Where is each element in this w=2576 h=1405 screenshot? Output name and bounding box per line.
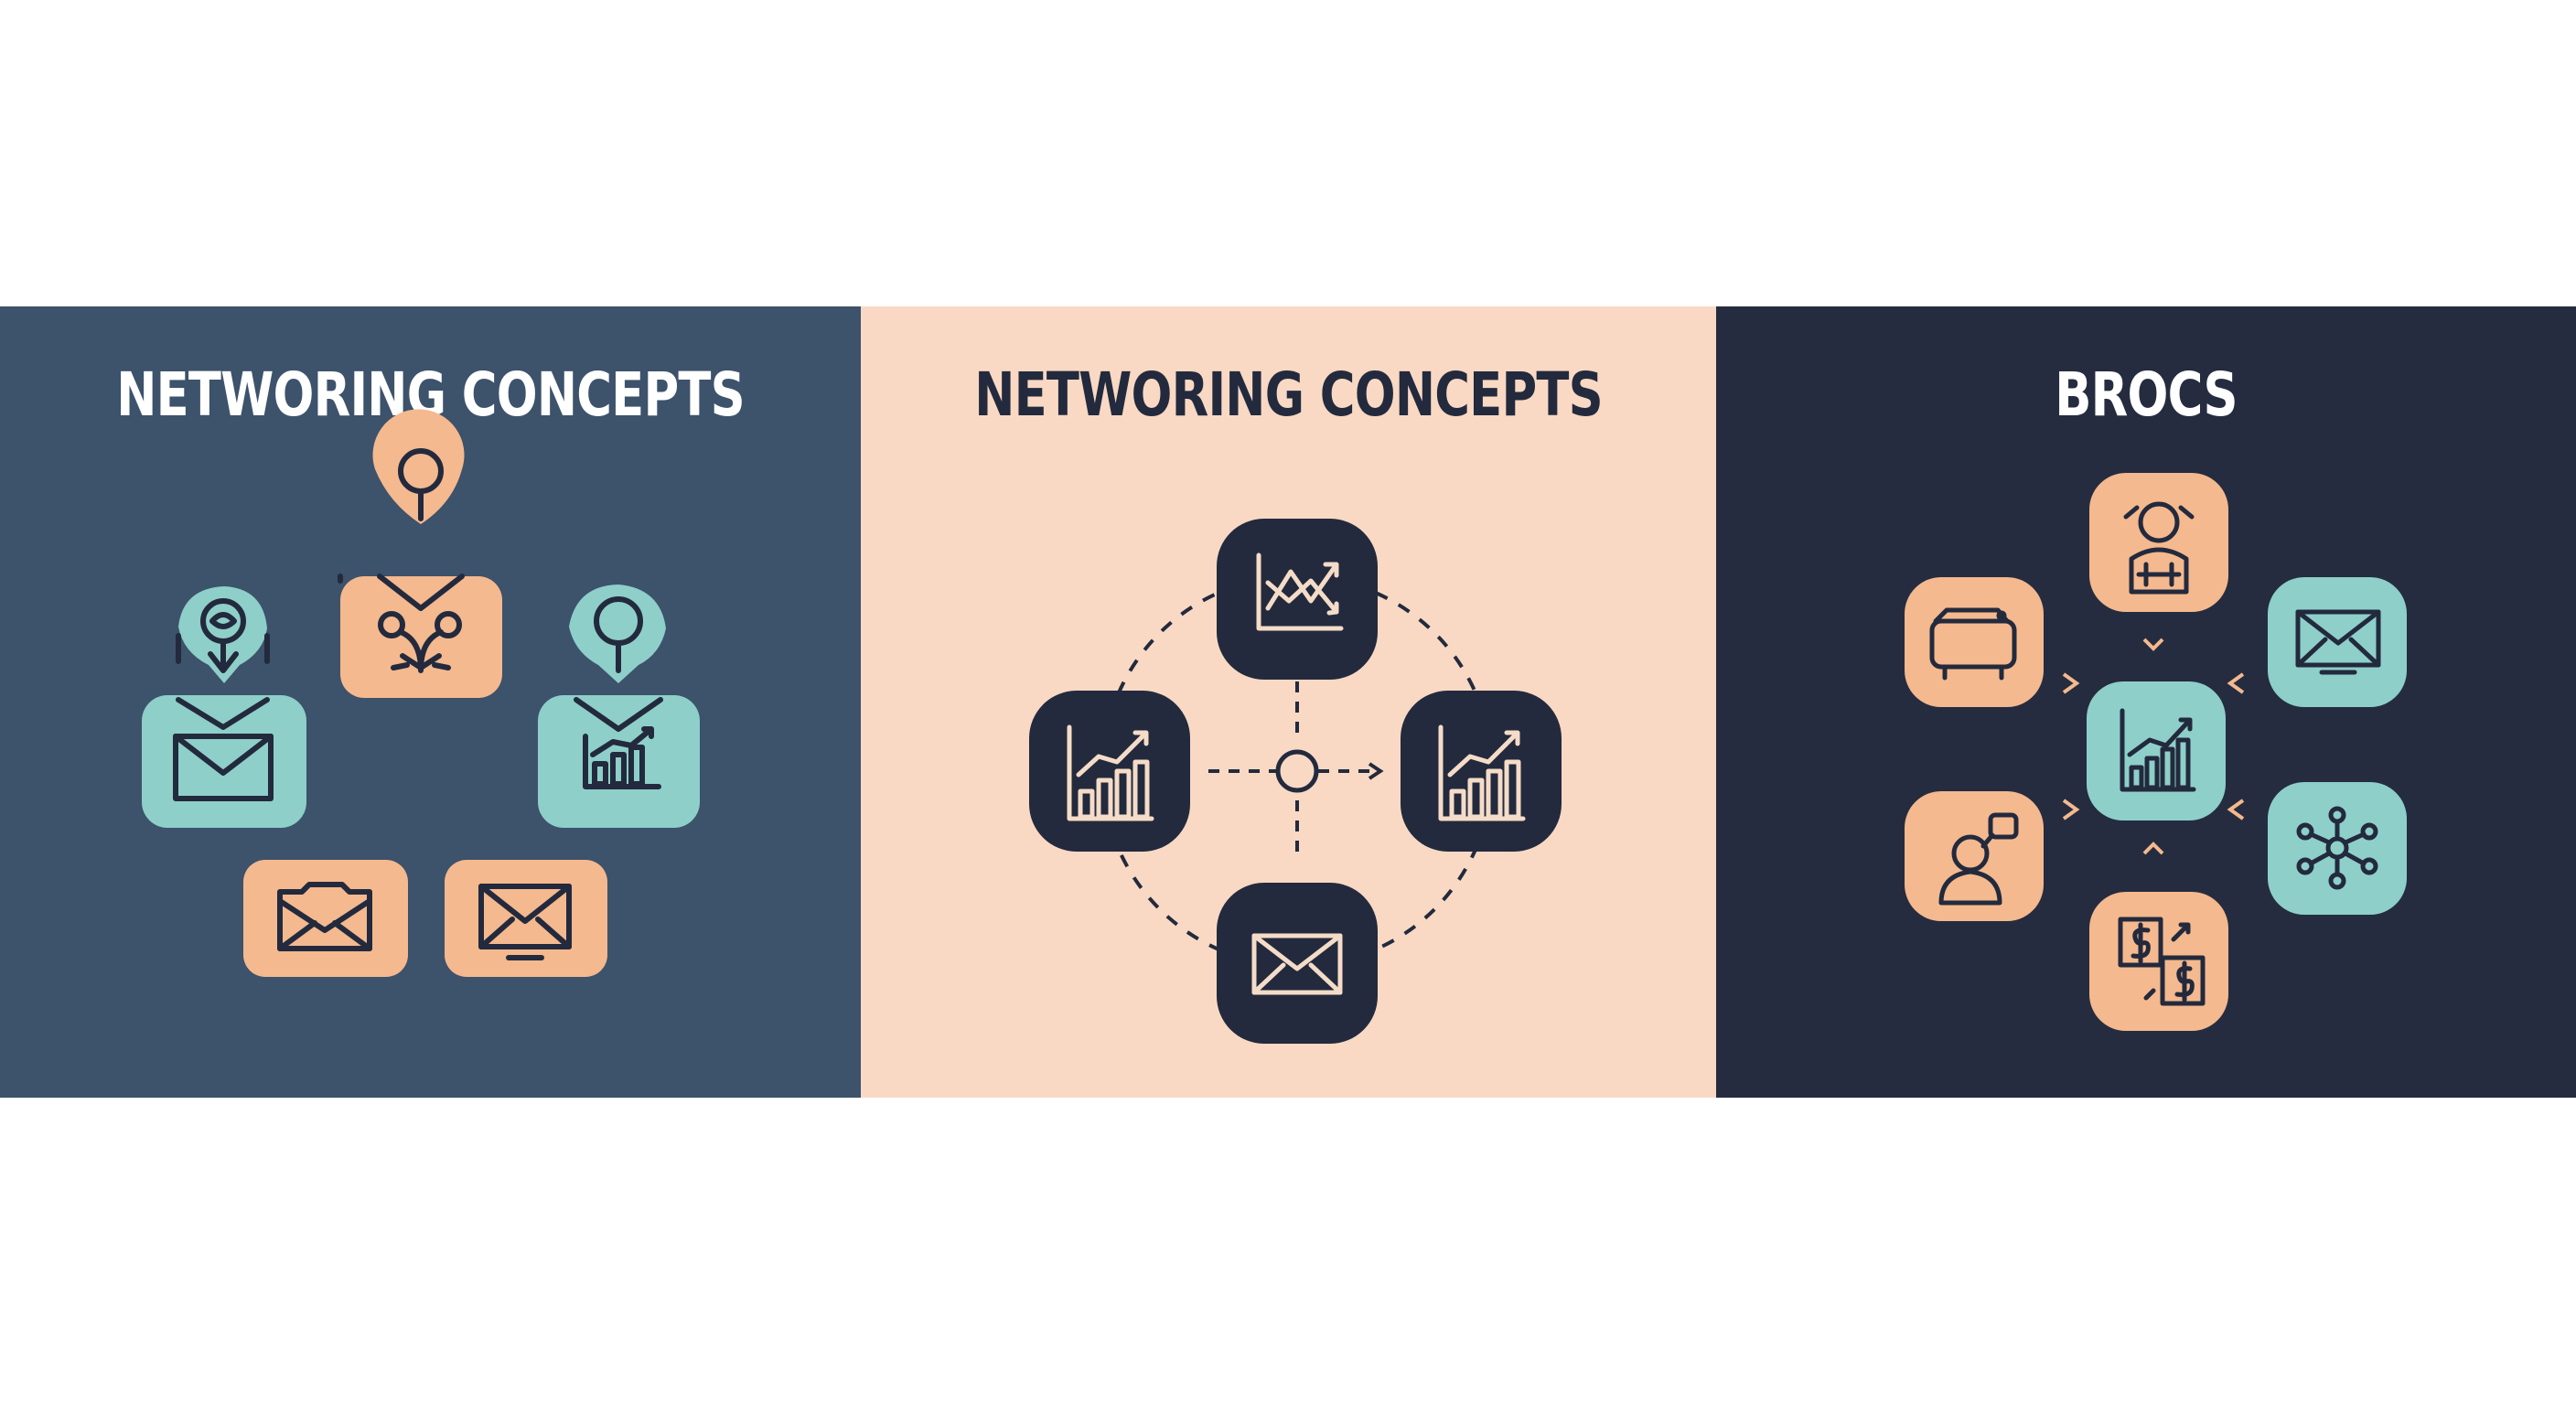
person-pin-icon [176, 586, 270, 683]
bar-chart-icon [1067, 724, 1154, 821]
envelope-monitor-icon [2295, 609, 2381, 675]
hub-node-icon [1275, 749, 1319, 793]
panel-title: NETWORING CONCEPTS [974, 359, 1603, 430]
envelope-icon [142, 695, 306, 828]
connector-chevrons [2062, 638, 2245, 855]
person-icon [2123, 501, 2195, 595]
device-icon [1929, 607, 2017, 681]
envelope-monitor-icon [445, 860, 607, 977]
panel-title: BROCS [2055, 359, 2238, 430]
panel-networking-concepts-2: NETWORING CONCEPTS [861, 306, 1716, 1098]
money-exchange-icon [2118, 917, 2206, 1006]
bar-chart-icon [1438, 724, 1526, 821]
network-icon [2296, 806, 2378, 890]
envelope-icon [1251, 933, 1343, 995]
panel-brocs: BROCS [1716, 306, 2576, 1098]
network-person-icon [338, 574, 502, 698]
line-chart-icon [1256, 552, 1344, 631]
person-pin-icon [372, 409, 465, 524]
panel-1-diagram [142, 409, 700, 977]
panel-networking-concepts-1: NETWORING CONCEPTS [0, 306, 861, 1098]
bar-chart-icon [2120, 708, 2196, 792]
folder-envelope-icon [243, 860, 408, 977]
person-chat-icon [1938, 812, 2019, 906]
bar-chart-icon [538, 695, 700, 828]
person-pin-icon [569, 585, 666, 683]
panel-3-diagram [1905, 473, 2407, 1031]
panel-2-diagram [1029, 519, 1562, 1044]
